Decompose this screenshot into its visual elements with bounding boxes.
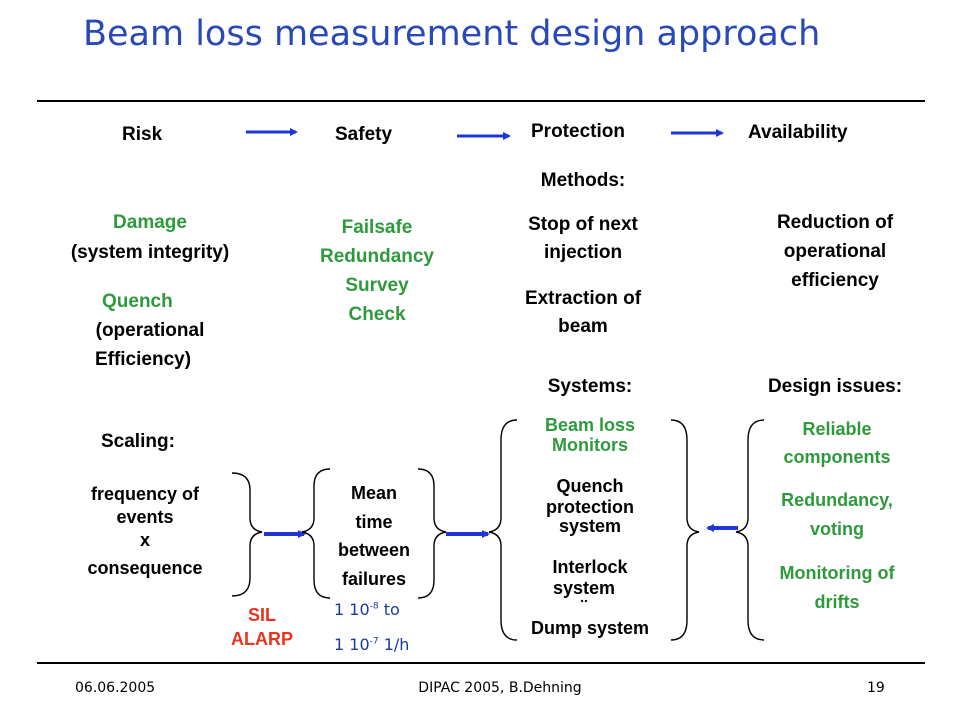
protection-method2-l1: Extraction of [524, 288, 642, 309]
brace-mtbf-right [417, 468, 447, 599]
alarp-label: ALARP [231, 629, 293, 649]
mtbf-rate1-exp: -8 [369, 601, 379, 612]
design-redundancy-l2: voting [810, 519, 864, 539]
systems-interlock-l2: system [552, 578, 616, 598]
risk-damage-sub: (system integrity) [70, 242, 230, 263]
mtbf-l4: failures [341, 569, 407, 589]
protection-methods-label: Methods: [540, 170, 626, 191]
brace-design-left [735, 419, 765, 641]
design-label: Design issues: [767, 376, 903, 397]
footer-date: 06.06.2005 [75, 680, 156, 696]
mtbf-rate2-exp: -7 [369, 636, 379, 647]
brace-systems-left [488, 419, 518, 641]
design-redundancy-l1: Redundancy, [781, 490, 893, 510]
mtbf-rate2-suffix: 1/h [378, 635, 410, 654]
bottom-divider [37, 662, 925, 664]
flow-safety: Safety [335, 124, 393, 145]
design-monitoring-l1: Monitoring of [779, 563, 895, 583]
scaling-l1: frequency of [90, 484, 200, 504]
scaling-l4: consequence [87, 558, 203, 578]
mtbf-rate1: 1 10-8 to [334, 600, 400, 619]
brace-mtbf-left [301, 468, 331, 599]
systems-interlock-l1: Interlock [552, 557, 628, 577]
mtbf-rate1-suffix: to [378, 600, 400, 619]
safety-redundancy: Redundancy [319, 246, 435, 267]
brace-systems-right [670, 419, 700, 641]
footer-center: DIPAC 2005, B.Dehning [418, 680, 582, 696]
design-reliable-l2: components [783, 447, 891, 467]
systems-ellipsis: .. [580, 589, 588, 605]
safety-survey: Survey [345, 275, 409, 296]
sil-label: SIL [247, 605, 276, 625]
scaling-label: Scaling: [101, 431, 175, 452]
scaling-l2: events [116, 507, 174, 527]
mtbf-rate1-base: 1 10 [334, 600, 370, 619]
mtbf-l3: between [337, 540, 411, 560]
risk-damage: Damage [113, 212, 187, 233]
flow-risk: Risk [122, 124, 163, 145]
systems-qps-l1: Quench [556, 476, 624, 496]
brace-scaling [231, 472, 263, 597]
mtbf-l1: Mean [350, 483, 397, 503]
protection-method2-l2: beam [558, 316, 608, 337]
risk-quench: Quench [102, 291, 173, 312]
availability-l3: efficiency [791, 270, 879, 291]
flow-protection: Protection [531, 121, 625, 142]
systems-qps-l2: protection [546, 497, 634, 517]
risk-quench-sub2: Efficiency) [94, 349, 192, 370]
design-monitoring-l2: drifts [814, 592, 860, 612]
mtbf-l2: time [355, 512, 393, 532]
protection-method1-l2: injection [543, 242, 623, 263]
systems-qps-l3: system [558, 516, 622, 536]
flow-availability: Availability [748, 122, 848, 143]
risk-quench-sub1: (operational [95, 320, 205, 341]
systems-dump: Dump system [530, 618, 650, 638]
mtbf-rate2: 1 10-7 1/h [334, 635, 409, 654]
safety-check: Check [348, 304, 406, 325]
top-divider [37, 100, 925, 102]
mtbf-rate2-base: 1 10 [334, 635, 370, 654]
systems-blm-l1: Beam loss [544, 415, 636, 435]
slide-title: Beam loss measurement design approach [83, 14, 821, 54]
design-reliable-l1: Reliable [802, 419, 872, 439]
footer-page-number: 19 [867, 680, 885, 696]
safety-failsafe: Failsafe [341, 217, 413, 238]
systems-label: Systems: [547, 376, 633, 397]
availability-l1: Reduction of [776, 212, 894, 233]
systems-blm-l2: Monitors [552, 435, 628, 455]
protection-method1-l1: Stop of next [528, 214, 638, 235]
scaling-l3: x [139, 530, 150, 550]
availability-l2: operational [783, 241, 887, 262]
